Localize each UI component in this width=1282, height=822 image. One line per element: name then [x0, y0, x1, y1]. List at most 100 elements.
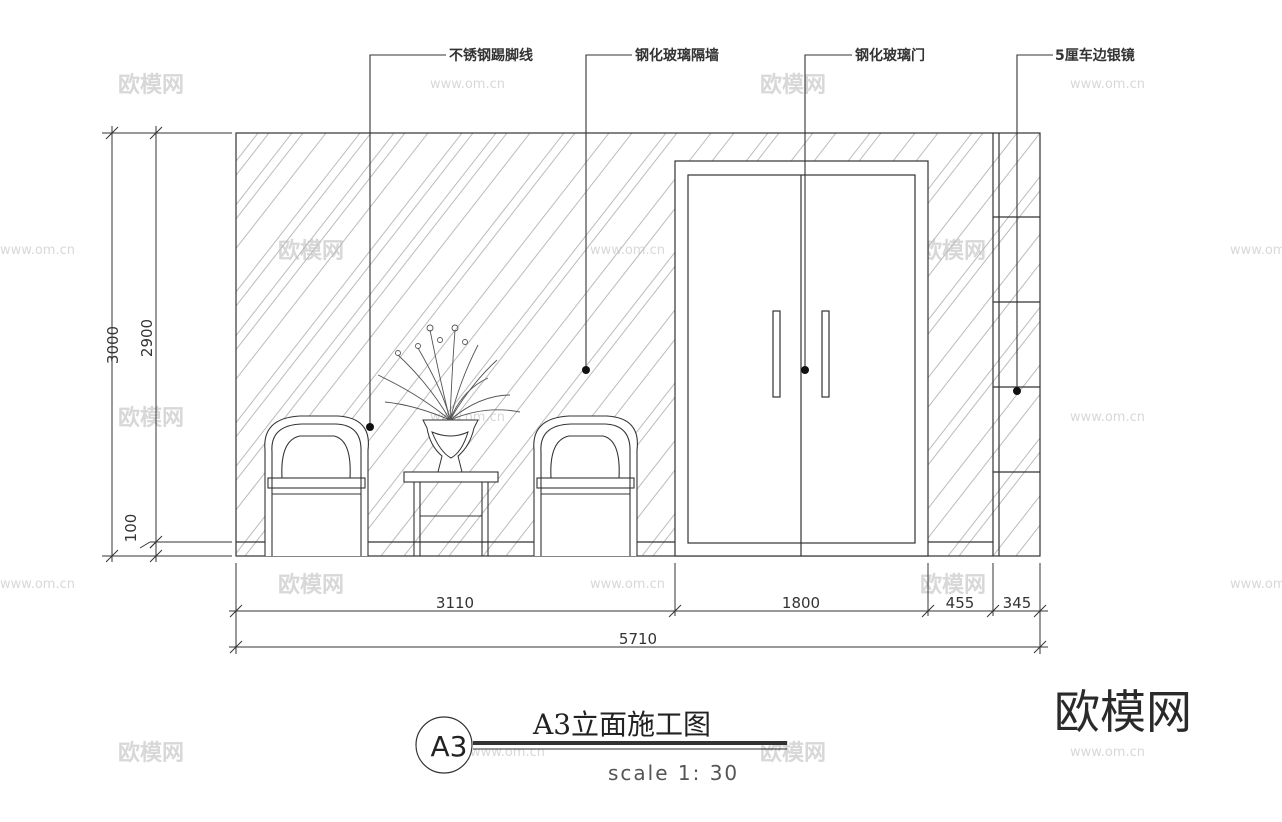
callout-label-glass-door: 钢化玻璃门: [855, 47, 925, 64]
watermark-text: 欧模网: [278, 572, 344, 598]
hatch-line: [958, 451, 1040, 556]
callout-leaders: [369, 54, 1053, 427]
title-block: A3 A3立面施工图 scale 1: 30: [415, 708, 787, 785]
chair-inner-frame: [540, 423, 631, 556]
plant-foliage: [377, 324, 521, 421]
hatch-line: [1254, 133, 1282, 556]
hatch-line: [236, 133, 463, 424]
glass-door: [674, 160, 929, 557]
hatch-line: [890, 364, 1040, 556]
callout-dot: [801, 366, 809, 374]
table-top: [403, 471, 499, 483]
hatch-line: [236, 133, 531, 511]
chair-seat: [267, 477, 366, 489]
hatch-line: [236, 133, 508, 482]
door-handle-right: [821, 310, 830, 398]
hatch-line: [1265, 133, 1282, 556]
horizontal-dimensions: [229, 563, 1048, 654]
chair-frame: [264, 415, 369, 556]
watermark-url: www.om.cn: [1230, 243, 1282, 258]
callout-dot: [582, 366, 590, 374]
hatch-line: [1163, 133, 1282, 556]
glass-hatch-pattern: [0, 133, 1282, 556]
hatch-line: [236, 133, 474, 438]
hatch-line: [1152, 133, 1282, 556]
watermark-text: 欧模网: [118, 405, 184, 431]
watermark-url: www.om.cn: [1070, 410, 1145, 425]
hatch-line: [236, 133, 327, 250]
hatch-line: [0, 133, 88, 556]
drawing-label: A3: [431, 730, 468, 763]
watermark-url: www.om.cn: [590, 577, 665, 592]
hatch-line: [1061, 133, 1282, 556]
watermark-text: 欧模网: [118, 740, 184, 766]
hatch-line: [913, 393, 1040, 556]
hatch-line: [1220, 133, 1282, 556]
hatch-line: [0, 133, 99, 556]
dim-label-2900: 2900: [138, 319, 156, 357]
vase-body: [422, 419, 479, 473]
hatch-line: [380, 133, 712, 556]
door-handle-left: [772, 310, 781, 398]
hatch-line: [0, 133, 20, 556]
watermark-text: 欧模网: [118, 72, 184, 98]
watermark-url: www.om.cn: [1230, 577, 1282, 592]
hatch-line: [335, 133, 667, 556]
hatch-line: [947, 437, 1040, 556]
callout-label-mirror: 5厘车边银镜: [1055, 47, 1135, 64]
callout-label-skirting: 不锈钢踢脚线: [449, 47, 533, 64]
wall-boundary: [235, 132, 1041, 557]
armchair-right: [533, 415, 638, 556]
hatch-line: [1118, 133, 1282, 556]
hatch-line: [236, 133, 293, 206]
callout-dot: [1013, 387, 1021, 395]
hatch-line: [0, 133, 201, 556]
drawing-label-circle: [415, 716, 473, 774]
hatch-line: [0, 133, 156, 556]
dim-label-345: 345: [1003, 594, 1032, 612]
chair-seat: [536, 477, 635, 489]
drawing-scale: scale 1: 30: [608, 761, 739, 785]
watermark-url: www.om.cn: [590, 243, 665, 258]
hatch-line: [236, 133, 304, 220]
drawing-title: A3立面施工图: [532, 708, 711, 741]
dim-label-3000: 3000: [104, 326, 122, 364]
callout-dot: [366, 423, 374, 431]
hatch-line: [236, 133, 270, 177]
vertical-dimensions: [102, 126, 232, 563]
watermark-url: www.om.cn: [1070, 77, 1145, 92]
hatch-line: [236, 133, 429, 380]
hatch-line: [0, 133, 54, 556]
chair-cushion: [281, 435, 351, 479]
hatch-line: [236, 133, 361, 293]
dim-label-455: 455: [946, 594, 975, 612]
dim-label-1800: 1800: [782, 594, 820, 612]
hatch-line: [1050, 133, 1282, 556]
watermark-text: 欧模网: [760, 72, 826, 98]
hatch-line: [236, 133, 497, 468]
callout-dots: [366, 366, 1021, 431]
hatch-line: [236, 133, 372, 307]
vase-pattern: [431, 431, 469, 459]
hatch-line: [0, 133, 65, 556]
hatch-line: [236, 133, 259, 163]
watermark-layer: 欧模网 www.om.cn 欧模网 www.om.cn www.om.cn 欧模…: [0, 72, 1282, 766]
plant-vase: [422, 419, 479, 473]
leader-glass-wall: [585, 54, 632, 370]
chair-frame: [533, 415, 638, 556]
leader-glass-door: [804, 54, 852, 370]
hatch-line: [0, 133, 190, 556]
side-table: [403, 471, 499, 556]
hatch-line: [1095, 133, 1282, 556]
watermark-text: 欧模网: [278, 238, 344, 264]
dim-label-total: 5710: [619, 630, 657, 648]
watermark-url: www.om.cn: [0, 577, 75, 592]
leader-skirting: [369, 54, 446, 427]
dim-label-100: 100: [122, 514, 140, 543]
hatch-line: [1197, 133, 1282, 556]
hatch-line: [346, 133, 678, 556]
watermark-text: 欧模网: [920, 238, 986, 264]
callout-label-glass-wall: 钢化玻璃隔墙: [635, 47, 719, 64]
watermark-url: www.om.cn: [470, 745, 545, 760]
